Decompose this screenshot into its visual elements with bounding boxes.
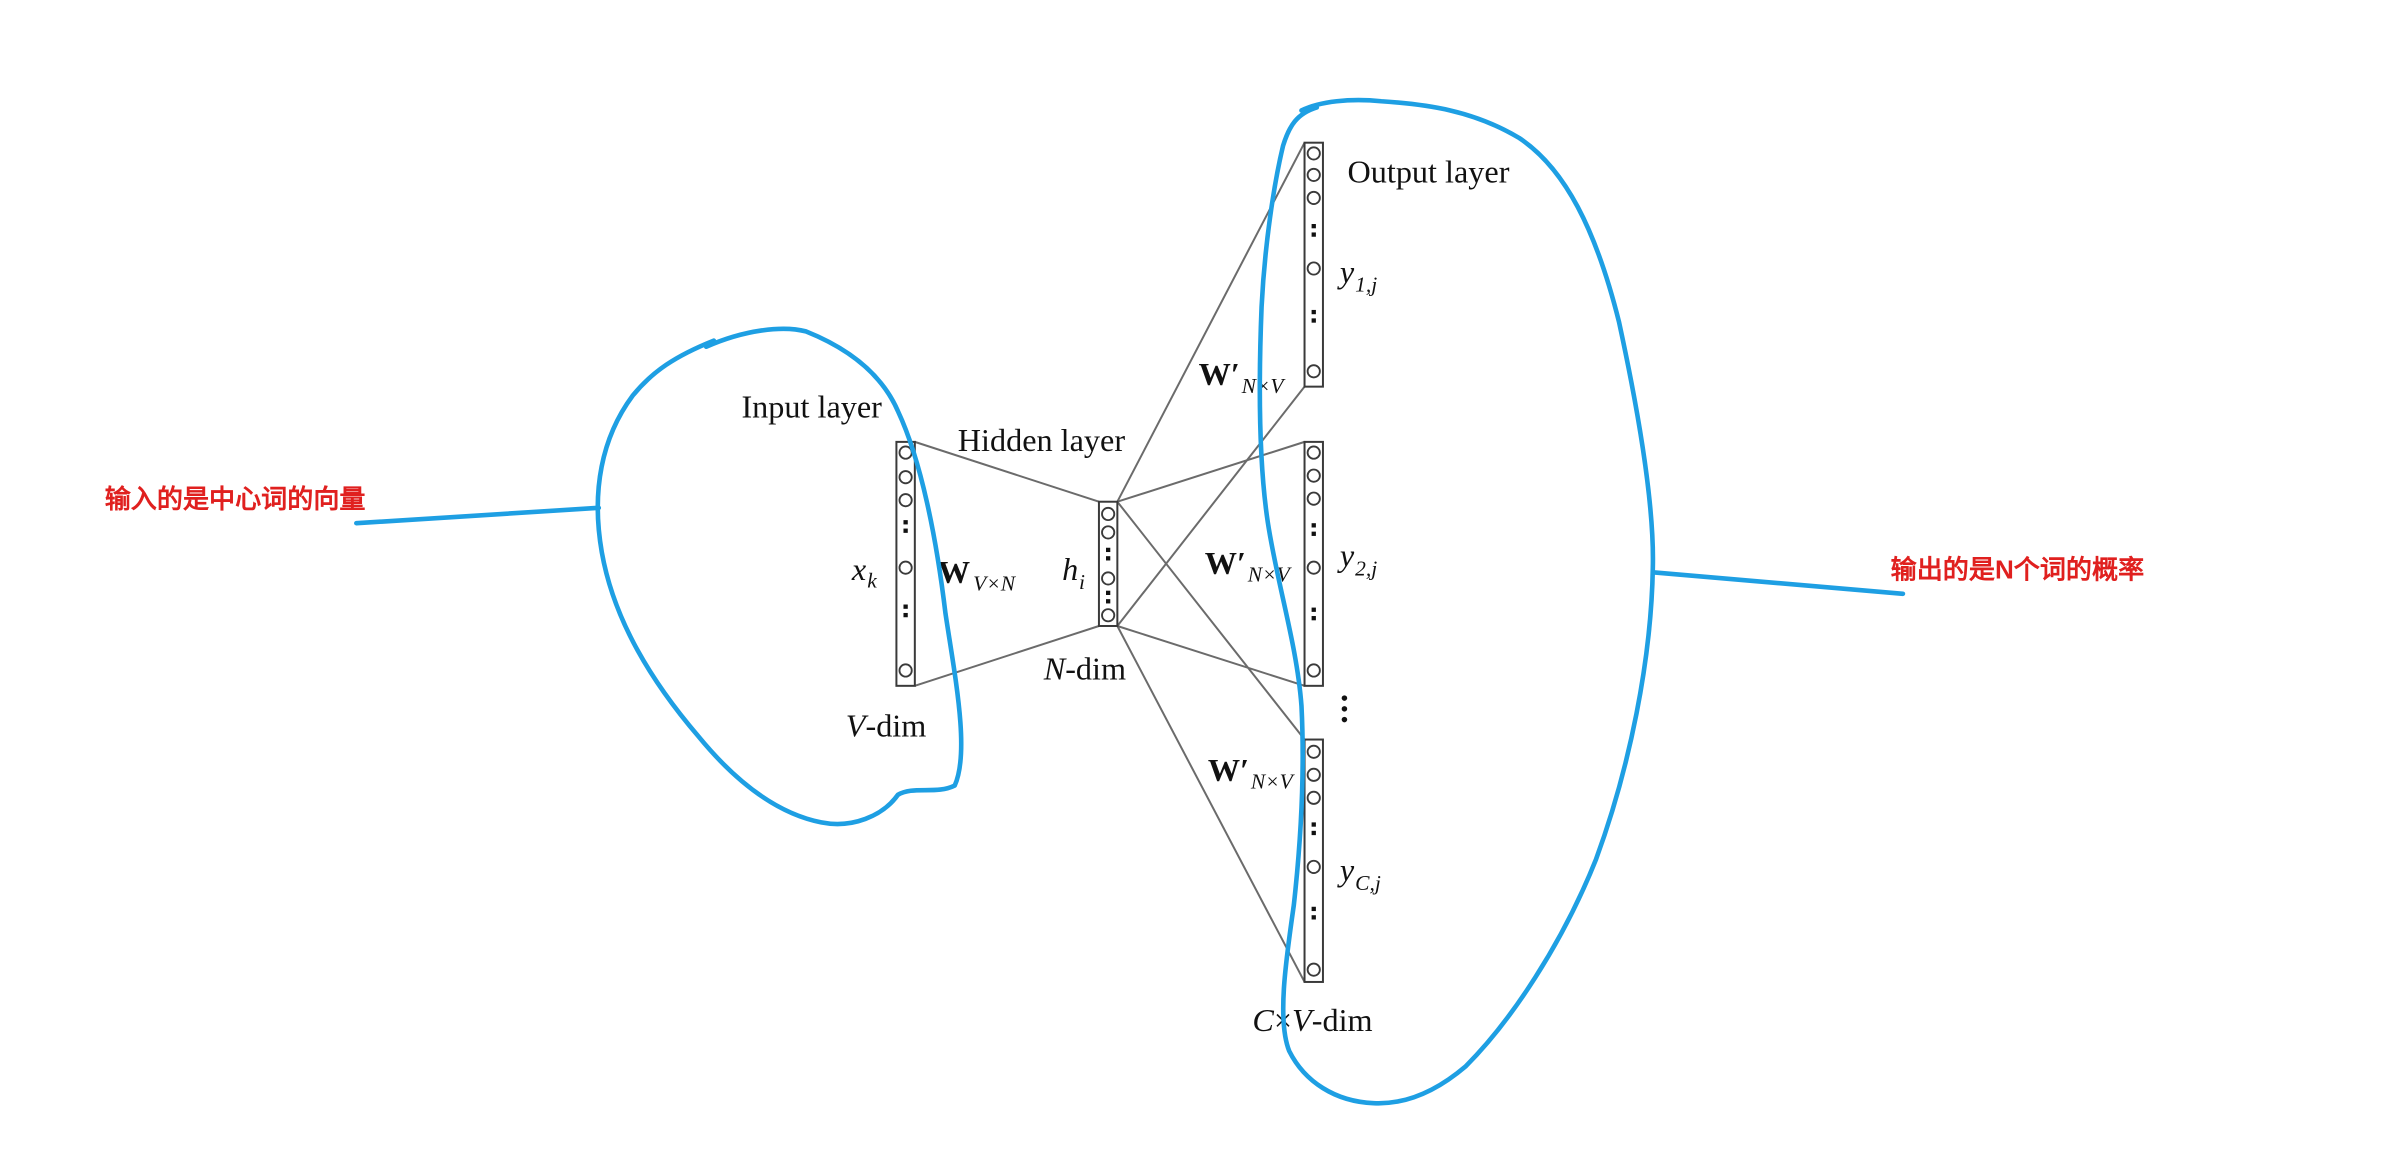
output-dim-c: C	[1252, 1002, 1274, 1038]
neuron-node	[1306, 146, 1321, 161]
hidden-layer-title: Hidden layer	[958, 422, 1126, 458]
neuron-node	[898, 493, 913, 508]
neuron-node	[898, 560, 913, 575]
output-highlight-loop	[1257, 97, 1656, 1106]
output-vector-C-symbol: y	[1337, 852, 1355, 888]
output-panel-2-column	[1303, 440, 1324, 687]
ellipsis-dots-icon	[1105, 590, 1111, 604]
neuron-node	[898, 470, 913, 485]
hidden-dim-variable: N	[1043, 651, 1067, 687]
neuron-node	[1306, 744, 1321, 759]
neuron-node	[898, 445, 913, 460]
hidden-to-panel1-top-line	[1116, 142, 1306, 503]
neuron-node	[1306, 560, 1321, 575]
neuron-node	[1306, 962, 1321, 977]
input-layer-column	[895, 440, 916, 687]
neuron-node	[1306, 767, 1321, 782]
output-vector-2-subscript: 2,j	[1355, 556, 1377, 580]
output-panel-1-column	[1303, 141, 1324, 388]
hidden-dim-suffix: -dim	[1065, 651, 1126, 687]
ellipsis-dots-icon	[1311, 523, 1316, 536]
ellipsis-dots-icon	[1311, 309, 1316, 323]
neuron-node	[1101, 608, 1116, 623]
input-weight-subscript: V×N	[973, 572, 1017, 596]
input-layer-title: Input layer	[741, 388, 882, 424]
neuron-node	[1306, 167, 1321, 182]
neuron-node	[1101, 571, 1116, 586]
ellipsis-dots-icon	[1311, 822, 1316, 836]
output-weight-C-subscript: N×V	[1250, 770, 1296, 794]
layer-columns	[895, 141, 1324, 983]
neuron-node	[1101, 506, 1116, 522]
output-vector-1-symbol: y	[1337, 253, 1355, 289]
hidden-layer-column	[1097, 500, 1119, 627]
neuron-node	[1306, 491, 1321, 506]
neuron-node	[1306, 364, 1321, 379]
connection-lines	[914, 142, 1306, 983]
input-to-hidden-bottom-line	[914, 625, 1100, 687]
output-vector-C-subscript: C,j	[1355, 871, 1381, 895]
input-dim-label: V-dim	[846, 707, 927, 743]
output-weight-2-subscript: N×V	[1247, 562, 1293, 586]
neuron-node	[898, 663, 913, 678]
input-pointer-line	[354, 505, 602, 526]
neuron-node	[1306, 190, 1321, 205]
output-pointer-line	[1650, 569, 1906, 597]
hidden-to-panelC-top-line	[1116, 501, 1306, 741]
input-to-hidden-top-line	[914, 440, 1100, 503]
input-vector-symbol: x	[851, 551, 867, 587]
output-annotation-note: 输出的是N个词的概率	[1891, 554, 2145, 584]
output-panel-C-column	[1303, 738, 1324, 983]
neuron-node	[1101, 525, 1116, 540]
ellipsis-dots-icon	[903, 604, 908, 618]
input-dim-variable: V	[846, 707, 869, 743]
output-weight-1-symbol: W′	[1199, 356, 1240, 392]
input-annotation-note: 输入的是中心词的向量	[105, 484, 366, 514]
neuron-node	[1306, 468, 1321, 483]
ellipsis-dots-icon	[1105, 547, 1111, 561]
output-dim-suffix: -dim	[1312, 1002, 1373, 1038]
hidden-to-panelC-bottom-line	[1116, 625, 1306, 983]
neuron-node	[1306, 261, 1321, 276]
output-weight-2-symbol: W′	[1205, 545, 1246, 581]
hidden-vector-symbol: h	[1062, 551, 1078, 587]
hidden-to-panel1-bottom-line	[1116, 386, 1306, 627]
ellipsis-dots-icon	[1311, 224, 1316, 237]
output-vector-1-subscript: 1,j	[1355, 273, 1377, 297]
hidden-to-panel2-bottom-line	[1117, 625, 1305, 687]
hidden-dim-label: N-dim	[1043, 651, 1126, 687]
output-dim-v: V	[1292, 1002, 1315, 1038]
ellipsis-dots-icon	[903, 520, 908, 533]
hidden-vector-subscript: i	[1079, 570, 1085, 594]
vertical-ellipsis-icon	[1341, 695, 1348, 723]
ellipsis-dots-icon	[1311, 906, 1316, 920]
neuron-node	[1306, 663, 1321, 678]
output-vector-2-symbol: y	[1337, 537, 1355, 573]
hidden-to-panel2-top-line	[1117, 440, 1305, 503]
neuron-node	[1306, 859, 1321, 874]
output-layer-title: Output layer	[1347, 154, 1509, 190]
ellipsis-dots-icon	[1311, 607, 1316, 621]
input-vector-subscript: k	[867, 569, 877, 593]
output-weight-1-subscript: N×V	[1241, 374, 1287, 398]
output-dim-label: C×V-dim	[1252, 1002, 1372, 1038]
input-dim-suffix: -dim	[865, 707, 926, 743]
neuron-node	[1306, 790, 1321, 805]
output-weight-C-symbol: W′	[1208, 752, 1249, 788]
neuron-node	[1306, 445, 1321, 460]
